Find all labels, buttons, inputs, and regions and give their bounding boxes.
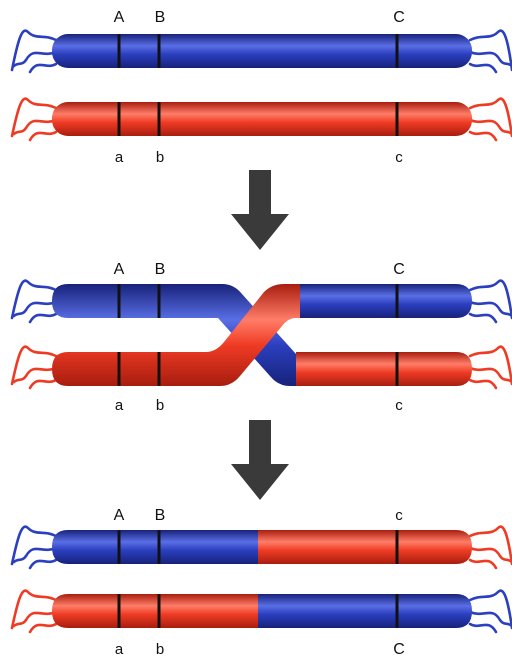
allele-label-b: b (156, 641, 164, 658)
allele-label-A: A (114, 9, 125, 26)
allele-label-C: C (393, 261, 405, 278)
chromosome-red (10, 97, 512, 142)
allele-label-A: A (114, 261, 125, 278)
chromosome-blue (10, 29, 512, 74)
down-arrow-icon (231, 170, 289, 250)
allele-label-c: c (395, 397, 403, 414)
chromosome-recombinant-1 (10, 525, 512, 570)
chromosome-red-crossed (52, 284, 472, 386)
panel-crossing-over: A B C a b c (10, 261, 512, 414)
allele-label-a: a (115, 397, 124, 414)
allele-label-b: b (156, 397, 164, 414)
allele-label-C: C (393, 641, 405, 658)
allele-label-B: B (155, 261, 166, 278)
allele-label-B: B (155, 507, 166, 524)
chromosome-recombinant-2 (10, 589, 512, 634)
allele-label-A: A (114, 507, 125, 524)
allele-label-a: a (115, 641, 124, 658)
allele-label-b: b (156, 149, 164, 166)
panel-before: A B C a b c (10, 9, 512, 166)
allele-label-c: c (395, 507, 403, 524)
allele-label-c: c (395, 149, 403, 166)
allele-label-a: a (115, 149, 124, 166)
panel-after: A B c a b C (10, 507, 512, 658)
allele-label-C: C (393, 9, 405, 26)
allele-label-B: B (155, 9, 166, 26)
down-arrow-icon (231, 420, 289, 500)
